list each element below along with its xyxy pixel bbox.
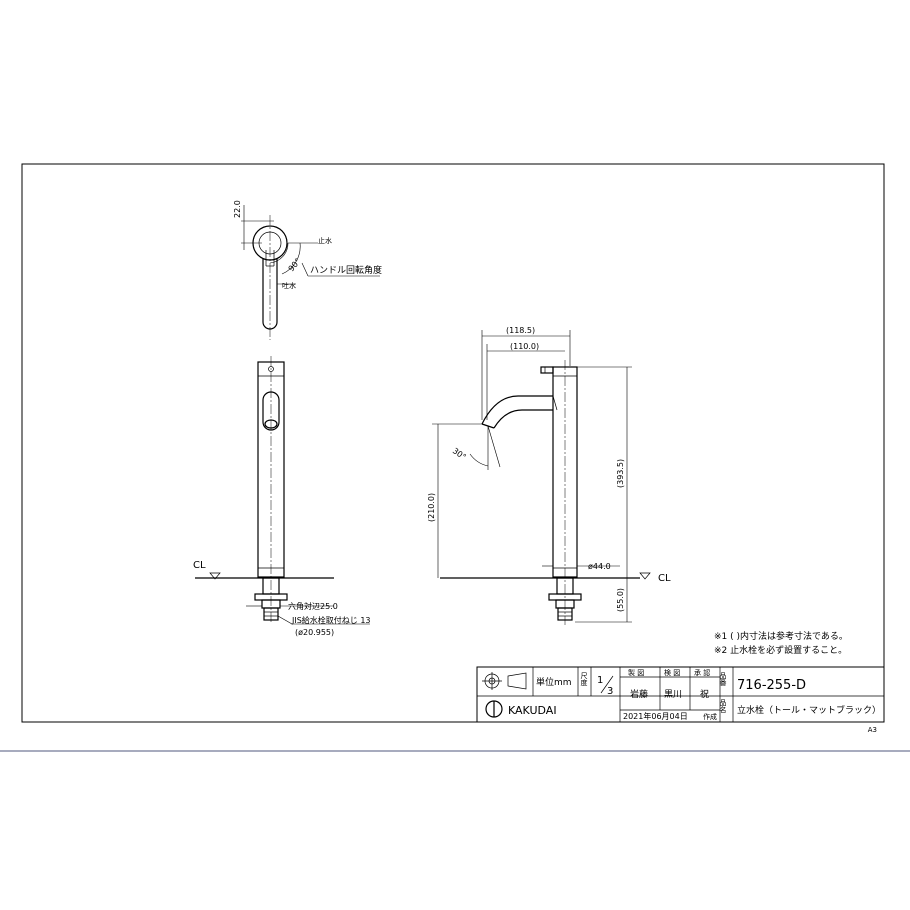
cl-right: CL: [658, 573, 671, 584]
scale-den: 3: [607, 686, 613, 697]
dim-90: 90°: [287, 257, 303, 274]
date-suffix: 作成: [703, 712, 717, 721]
part-name-label: 品名: [719, 699, 727, 714]
dim-393: (393.5): [616, 459, 625, 488]
name-approved: 祝: [700, 688, 709, 700]
dim-55: (55.0): [616, 588, 625, 612]
dim-30: 30°: [451, 446, 468, 462]
dim-44: ø44.0: [588, 562, 611, 571]
note-1: ※1 ( )内寸法は参考寸法である。: [714, 630, 848, 642]
header-drawn: 製 図: [628, 668, 644, 677]
dim-20: (ø20.955): [295, 628, 334, 637]
handle-angle-label: ハンドル回転角度: [310, 264, 382, 276]
side-view: 30° CL (118.5) (110.0) (210.0) (393.5) ø…: [427, 326, 671, 625]
cl-left: CL: [193, 560, 206, 571]
note-2: ※2 止水栓を必ず設置すること。: [714, 644, 847, 656]
dim-210: (210.0): [427, 493, 436, 522]
open-label: 吐水: [282, 281, 296, 290]
sheet-size: A3: [868, 726, 877, 734]
part-number: 716-255-D: [737, 678, 806, 693]
top-view: 22.0 止水 吐水 90° ハンドル回転角度: [233, 200, 382, 340]
date: 2021年06月04日: [623, 711, 688, 721]
front-view: CL 六角対辺25.0 JIS給水栓取付ねじ 13 (ø20.955): [193, 356, 371, 637]
header-checked: 検 図: [664, 668, 680, 677]
part-name: 立水栓（トール・マットブラック）: [737, 704, 881, 716]
dim-22: 22.0: [233, 200, 242, 218]
brand-name: KAKUDAI: [508, 704, 557, 717]
scale-num: 1: [597, 675, 603, 686]
name-drawn: 岩藤: [630, 688, 648, 700]
dim-jis: JIS給水栓取付ねじ 13: [291, 615, 371, 625]
drawing-border: [21, 163, 885, 723]
scale-label: 尺度: [580, 672, 588, 687]
part-no-label: 品番: [719, 672, 727, 687]
dim-110: (110.0): [510, 342, 539, 351]
name-checked: 黒川: [664, 689, 682, 700]
unit-label: 単位mm: [536, 676, 572, 688]
dim-118: (118.5): [506, 326, 535, 335]
dim-hex: 六角対辺25.0: [288, 601, 338, 611]
stop-label: 止水: [318, 236, 332, 245]
title-block: 単位mm 尺度 1 3 製 図 検 図 承 認 岩藤 黒川 祝 2021年06月…: [476, 666, 885, 723]
header-approved: 承 認: [694, 668, 710, 677]
